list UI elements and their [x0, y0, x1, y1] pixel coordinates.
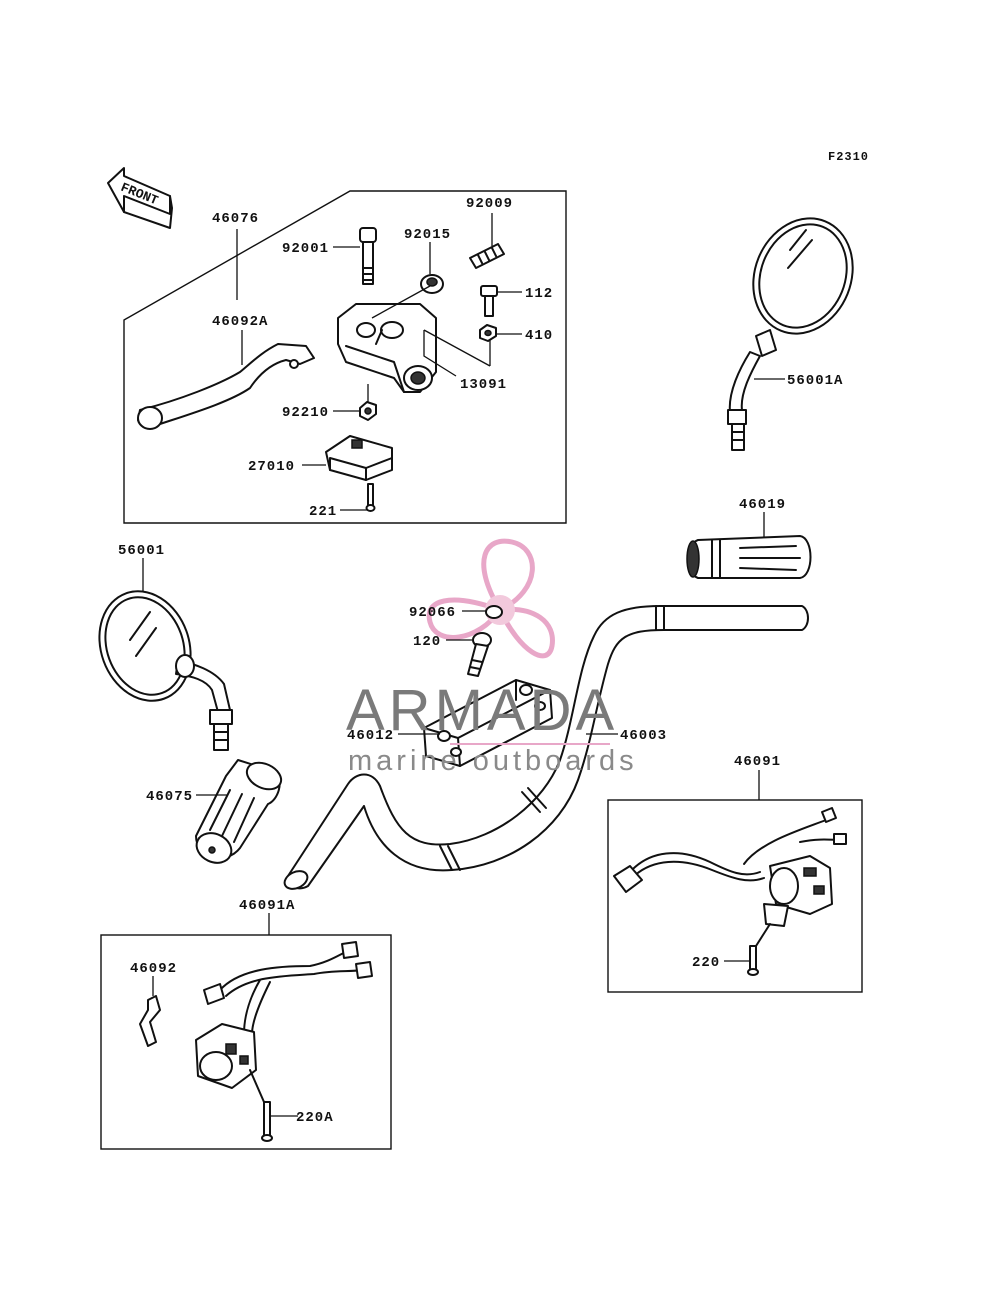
callout-92066: 92066 [409, 605, 456, 621]
callout-46003: 46003 [620, 728, 667, 744]
switch-assembly-right-box: 46091 220 [607, 754, 863, 993]
switch-assembly-left-box: 46091A 220A 46092 [100, 898, 392, 1150]
watermark-brand: ARMADA [346, 678, 618, 743]
handlebar-switch-46091-icon [613, 807, 847, 976]
bolt-120-icon [467, 632, 492, 677]
callout-27010: 27010 [248, 459, 295, 475]
callout-46092A: 46092A [212, 314, 268, 330]
mirror-left-56001-icon [98, 590, 233, 751]
bolt-92001-icon [359, 227, 377, 285]
switch-27010-icon [325, 435, 393, 481]
callout-410: 410 [525, 328, 553, 344]
front-arrow-icon: FRONT [107, 167, 173, 229]
cap-92066-icon [485, 605, 503, 619]
callout-220: 220 [692, 955, 720, 971]
callout-56001: 56001 [118, 543, 165, 559]
holder-13091-icon [337, 303, 437, 393]
callout-46075: 46075 [146, 789, 193, 805]
callout-46076: 46076 [212, 211, 259, 227]
master-cylinder-assembly-box: 46076 92001 92015 92009 [123, 190, 567, 524]
grip-left-46075-icon [195, 759, 283, 864]
callout-46019: 46019 [739, 497, 786, 513]
cap-92015-icon [420, 274, 444, 294]
cover-46092-icon [139, 995, 161, 1047]
callout-46091: 46091 [734, 754, 781, 770]
callout-220A: 220A [296, 1110, 334, 1126]
grip-right-46019-icon [686, 535, 812, 579]
figure-code: F2310 [828, 150, 869, 164]
callout-13091: 13091 [460, 377, 507, 393]
callout-46012: 46012 [347, 728, 394, 744]
nut-92210-icon [359, 401, 377, 421]
bolt-112-icon [480, 285, 498, 317]
brake-lever-46092A-icon [137, 343, 315, 430]
handlebar-switch-46091A-icon [195, 941, 373, 1142]
callout-221: 221 [309, 504, 337, 520]
washer-410-icon [479, 324, 497, 342]
handlebar-46003-icon [283, 605, 809, 890]
screw-92009-icon [469, 243, 505, 269]
callout-46091A: 46091A [239, 898, 295, 914]
callout-92015: 92015 [404, 227, 451, 243]
callout-112: 112 [525, 286, 553, 302]
callout-92001: 92001 [282, 241, 329, 257]
mirror-right-56001A-icon [727, 217, 854, 451]
callout-92210: 92210 [282, 405, 329, 421]
screw-221-icon [365, 483, 376, 512]
callout-46092: 46092 [130, 961, 177, 977]
watermark-tagline: marine outboards [348, 745, 638, 777]
callout-56001A: 56001A [787, 373, 843, 389]
callout-120: 120 [413, 634, 441, 650]
callout-92009: 92009 [466, 196, 513, 212]
